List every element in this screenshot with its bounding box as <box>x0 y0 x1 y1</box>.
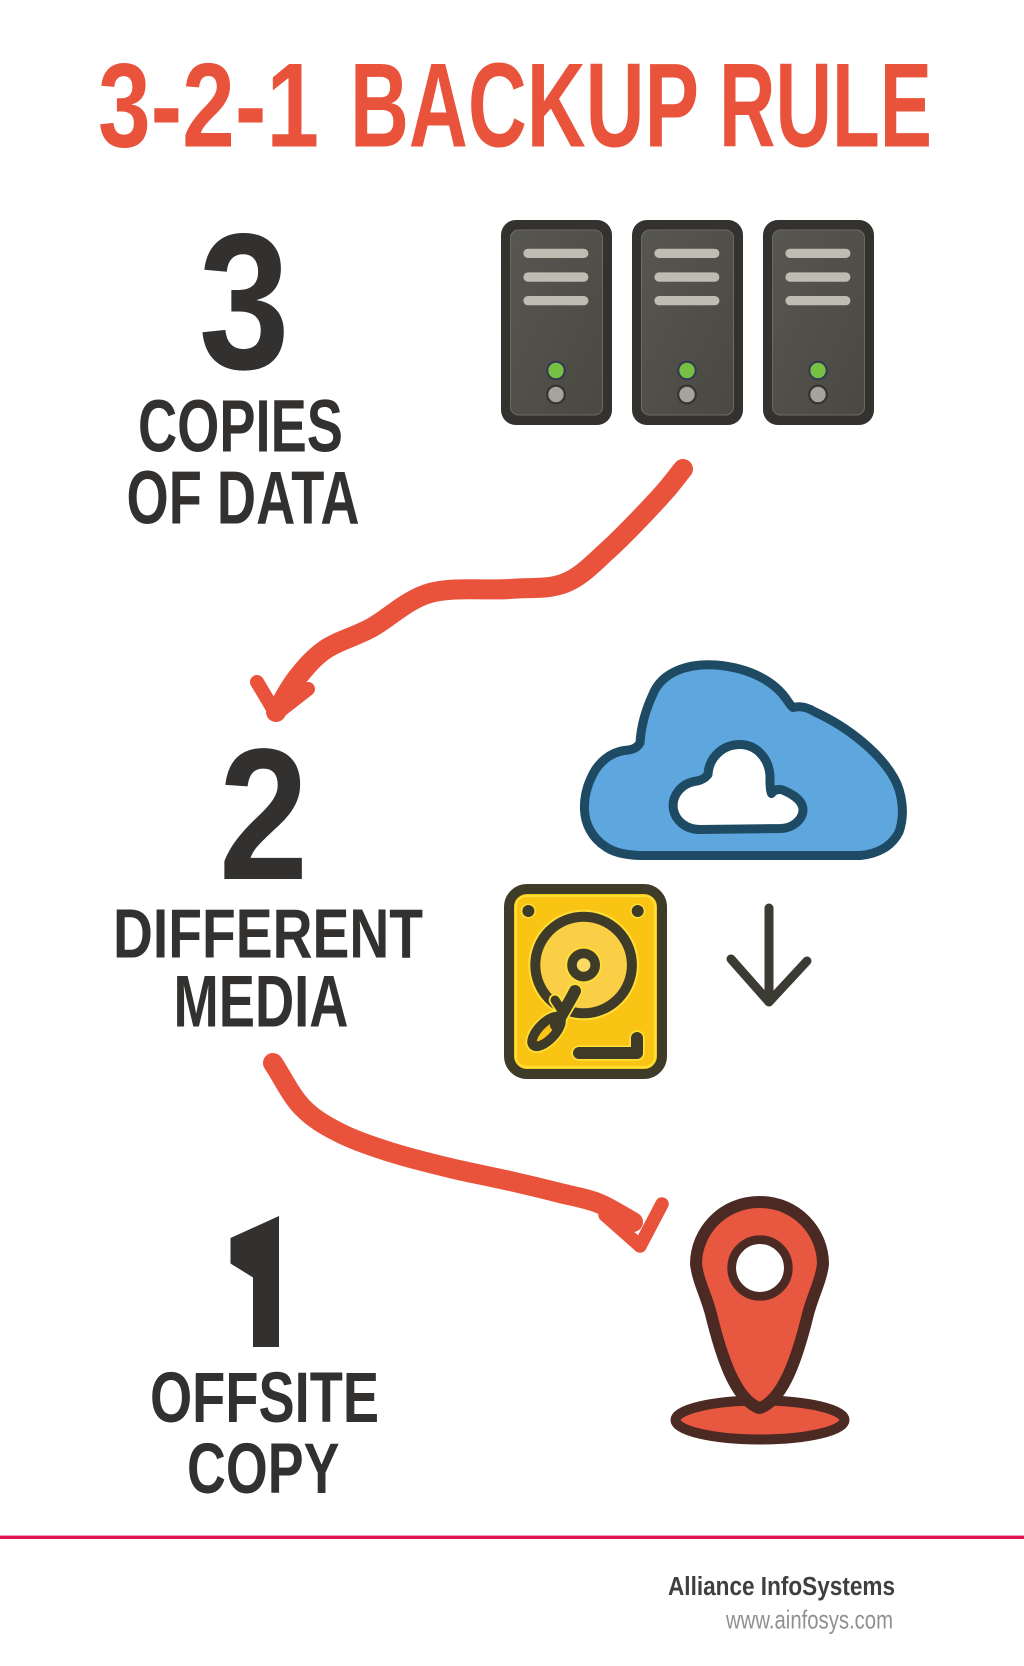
svg-text:2: 2 <box>219 709 308 919</box>
svg-text:www.ainfosys.com: www.ainfosys.com <box>725 1605 893 1635</box>
svg-text:Alliance InfoSystems: Alliance InfoSystems <box>668 1573 895 1601</box>
svg-text:BACKUP: BACKUP <box>350 39 699 173</box>
svg-text:COPY: COPY <box>187 1429 340 1509</box>
svg-text:DIFFERENT: DIFFERENT <box>113 895 423 973</box>
svg-text:RULE: RULE <box>719 39 932 173</box>
svg-text:MEDIA: MEDIA <box>174 960 349 1043</box>
svg-text:OF DATA: OF DATA <box>127 456 360 540</box>
svg-text:3-2-1: 3-2-1 <box>98 39 319 173</box>
svg-text:OFFSITE: OFFSITE <box>150 1359 379 1438</box>
svg-text:COPIES: COPIES <box>138 385 343 468</box>
svg-text:3: 3 <box>199 194 290 411</box>
